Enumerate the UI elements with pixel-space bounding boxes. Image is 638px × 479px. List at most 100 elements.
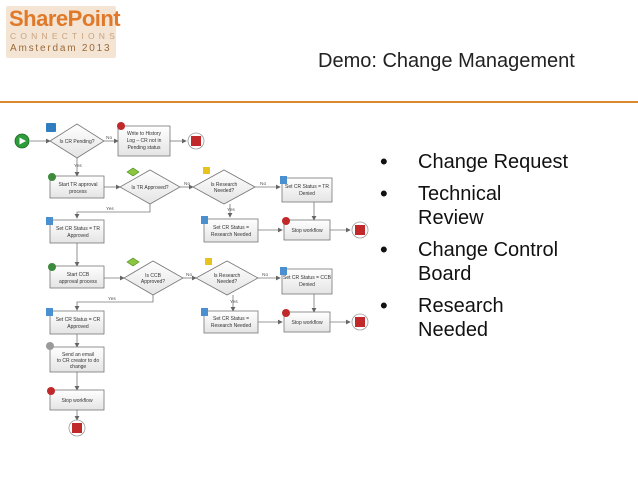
decision-is-ccb-approved: Is CCB Approved? <box>123 257 184 296</box>
edge-label-yes: Yes <box>230 299 238 305</box>
stop-icon <box>191 136 201 146</box>
sharepoint-connections-logo: SharePoint CONNECTIONS Amsterdam 2013 <box>6 6 121 58</box>
bullet-dot-icon: • <box>380 181 388 206</box>
box-label: Set CR Status = <box>213 225 249 231</box>
action-icon <box>47 387 55 395</box>
box-label: Stop workflow <box>61 398 93 404</box>
logo-sharepoint-text: SharePoint <box>9 6 121 31</box>
status-icon <box>280 267 287 275</box>
stop-node-3 <box>351 313 369 331</box>
box-label: Set CR Status = CCB <box>283 275 332 281</box>
decision-is-research-needed-2: Is Research Needed? <box>195 258 259 296</box>
box-label: Approved <box>67 233 89 239</box>
slide-title: Demo: Change Management <box>318 50 575 72</box>
stop-icon <box>355 225 365 235</box>
bullet-dot-icon: • <box>380 149 388 174</box>
condition-icon <box>46 123 56 132</box>
edge-label-no: No <box>260 181 266 187</box>
decision-is-research-needed: Is Research Needed? <box>192 167 256 205</box>
set-ccb-approved-box: Set CR Status = CR Approved <box>46 308 105 335</box>
set-tr-denied-box: Set CR Status = TR Denied <box>280 176 333 203</box>
box-label: Stop workflow <box>291 228 323 234</box>
decision-is-cr-pending: Is CR Pending? <box>46 123 105 159</box>
condition-icon <box>203 167 210 174</box>
box-label: Set CR Status = CR <box>56 317 101 323</box>
email-icon <box>46 342 54 350</box>
box-label: Set CR Status = TR <box>285 184 329 190</box>
decision-label: Is Research <box>211 182 238 188</box>
edge-label-yes: Yes <box>106 206 114 212</box>
action-icon <box>282 309 290 317</box>
box-label: Denied <box>299 282 315 288</box>
box-label: Research Needed <box>211 232 252 238</box>
status-icon <box>46 308 53 316</box>
decision-label: Needed? <box>217 279 238 285</box>
stop-workflow-box: Stop workflow <box>282 217 331 241</box>
stop-workflow-box-2: Stop workflow <box>282 309 331 333</box>
edge-label-no: No <box>106 135 112 141</box>
box-label: Denied <box>299 191 315 197</box>
box-label: Set CR Status = <box>213 316 249 322</box>
box-label: change <box>70 364 87 370</box>
box-label: Pending status <box>127 145 161 151</box>
bullet-text-cont: Needed <box>418 319 489 341</box>
start-ccb-box: Start CCB approval process <box>48 263 105 289</box>
bullet-text: Research <box>418 295 504 317</box>
stop-node-1 <box>187 132 205 150</box>
box-label: Set CR Status = TR <box>56 226 100 232</box>
edge-label-no: No <box>184 181 190 187</box>
bullet-text: Technical <box>418 183 502 205</box>
stop-icon <box>72 423 82 433</box>
task-icon <box>48 173 56 181</box>
box-label: process <box>69 189 87 195</box>
stop-icon <box>355 317 365 327</box>
bullet-dot-icon: • <box>380 293 388 318</box>
bullet-text: Change Control <box>418 239 559 261</box>
bullet-text-cont: Board <box>418 263 472 285</box>
stop-workflow-box-3: Stop workflow <box>47 387 105 411</box>
box-label: Approved <box>67 324 89 330</box>
set-research-needed-box-2: Set CR Status = Research Needed <box>201 308 259 334</box>
condition-icon <box>126 167 140 177</box>
write-history-box: Write to History Log – CR not in Pending… <box>117 122 171 157</box>
box-label: to CR creator to do <box>57 358 99 364</box>
bullet-dot-icon: • <box>380 237 388 262</box>
stop-node-4 <box>68 419 86 437</box>
title-divider <box>0 101 638 103</box>
box-label: Start CCB <box>67 272 90 278</box>
edge-label-yes: Yes <box>227 207 235 213</box>
logo-connections-text: CONNECTIONS <box>10 31 120 41</box>
status-icon <box>201 216 208 224</box>
play-icon <box>19 137 26 145</box>
decision-label: Is Research <box>214 273 241 279</box>
connectors <box>30 138 351 421</box>
logo-event-text: Amsterdam 2013 <box>10 43 112 54</box>
box-label: Research Needed <box>211 323 252 329</box>
edge-label-no: No <box>262 272 268 278</box>
status-icon <box>201 308 208 316</box>
action-icon <box>117 122 125 130</box>
decision-label: Is CCB <box>145 273 162 279</box>
bullet-item-change-request: • Change Request <box>376 150 631 174</box>
start-tr-approval-box: Start TR approval process <box>48 173 105 199</box>
decision-is-tr-approved: Is TR Approved? <box>119 167 181 205</box>
task-icon <box>48 263 56 271</box>
action-icon <box>282 217 290 225</box>
condition-icon <box>126 257 140 267</box>
decision-label: Approved? <box>141 279 165 285</box>
bullet-text: Change Request <box>418 151 569 173</box>
decision-label: Is CR Pending? <box>59 139 94 145</box>
edge-label-yes: Yes <box>108 296 116 302</box>
box-label: Log – CR not in <box>127 138 162 144</box>
box-label: Send an email <box>62 352 94 358</box>
edge-label-yes: Yes <box>74 163 82 169</box>
box-label: Start TR approval <box>58 182 97 188</box>
decision-label: Is TR Approved? <box>131 185 168 191</box>
send-email-box: Send an email to CR creator to do change <box>46 342 105 373</box>
condition-icon <box>205 258 212 265</box>
set-ccb-denied-box: Set CR Status = CCB Denied <box>280 267 333 295</box>
set-tr-approved-box: Set CR Status = TR Approved <box>46 217 105 244</box>
